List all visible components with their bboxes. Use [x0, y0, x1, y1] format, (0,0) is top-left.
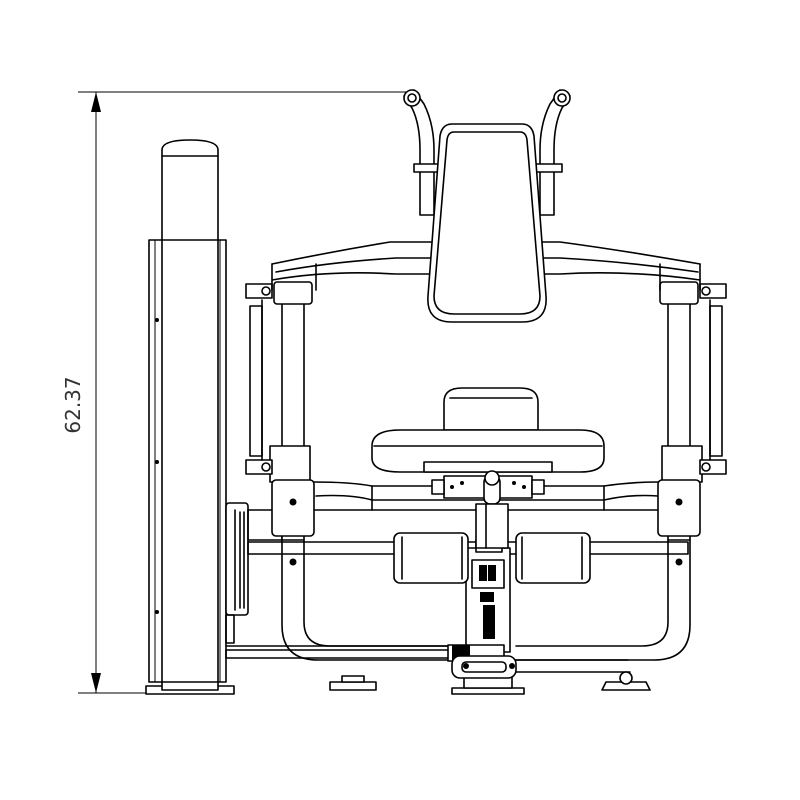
weight-stack-tower	[145, 139, 249, 695]
base-rail	[225, 649, 467, 659]
right-swing-link	[709, 305, 723, 457]
right-arm-assembly	[657, 281, 727, 566]
cable-pulley-housing	[225, 502, 249, 616]
seat-backrest	[443, 387, 539, 431]
base-frame	[225, 509, 691, 695]
upper-crossbar	[271, 241, 701, 291]
tower-shroud	[148, 239, 227, 683]
left-pivot-housing	[271, 479, 315, 537]
right-upper-bracket	[659, 281, 699, 305]
height-dimension-label: 62.37	[61, 376, 85, 433]
back-pad-cushion	[427, 123, 547, 323]
left-handle	[403, 89, 435, 216]
left-swing-link	[249, 305, 263, 457]
left-arm-assembly	[245, 281, 315, 566]
dimension-arrow-top	[91, 92, 101, 112]
left-leg-pad	[393, 532, 469, 584]
back-pad	[427, 123, 547, 323]
center-post	[447, 539, 517, 679]
left-lower-bracket	[269, 445, 311, 483]
right-pivot-housing	[657, 479, 701, 537]
tower-column	[161, 139, 219, 691]
right-leg-pad	[515, 532, 591, 584]
right-lower-bracket	[661, 445, 703, 483]
right-foot	[601, 681, 651, 691]
left-upper-bracket	[273, 281, 313, 305]
dimension-arrow-bottom	[91, 673, 101, 693]
height-dimension: 62.37	[61, 91, 412, 694]
center-foot	[451, 687, 525, 695]
handles	[403, 89, 571, 216]
right-handle	[539, 89, 571, 216]
seat	[371, 387, 605, 549]
leg-pads	[393, 532, 591, 584]
left-foot	[329, 681, 377, 691]
